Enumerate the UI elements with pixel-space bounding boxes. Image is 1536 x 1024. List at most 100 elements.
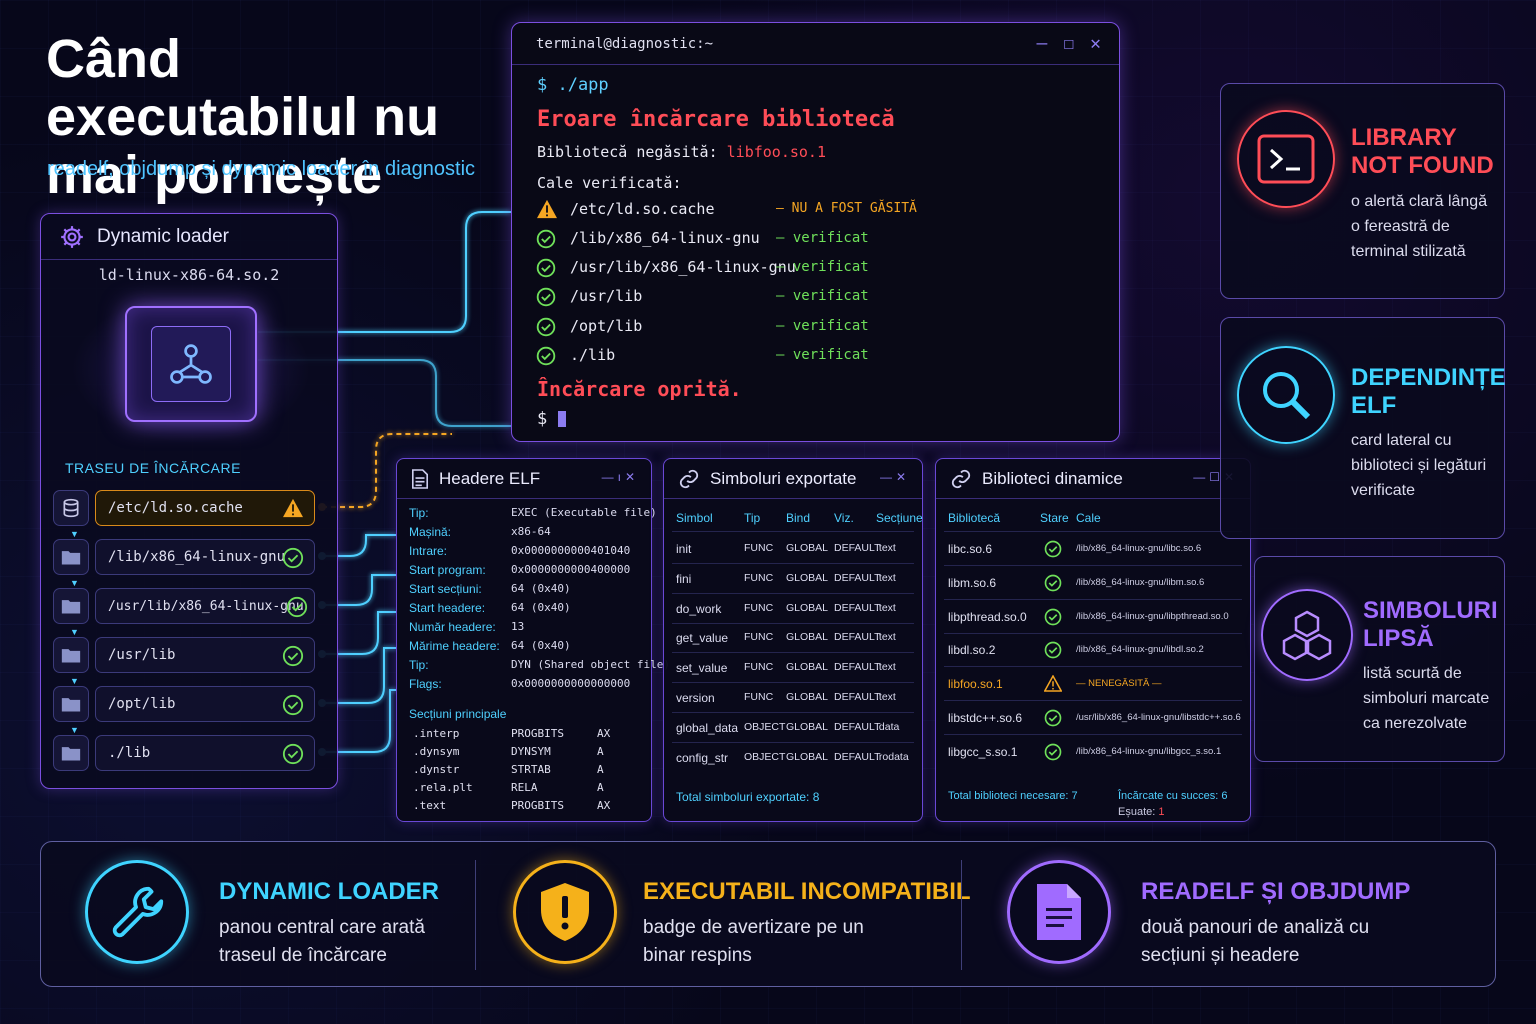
symbols-cell: GLOBAL [786,750,829,763]
feature-description: două panouri de analiză cu secțiuni și h… [1141,917,1370,966]
window-controls-icon[interactable]: —ı✕ [601,470,639,484]
library-path: /lib/x86_64-linux-gnu/libgcc_s.so.1 [1076,745,1222,757]
trace-row[interactable]: /etc/ld.so.cache [53,490,315,526]
elf-field-value: 0x0000000000000000 [511,677,631,690]
section-flags: AX [597,727,611,740]
terminal-prompt[interactable]: $ [537,409,566,429]
arrow-down-icon: ▼ [70,578,79,588]
library-name: libc.so.6 [948,542,993,556]
trace-path: ./lib [95,735,315,771]
library-not-found-card: LIBRARY NOT FOUND o alertă clară lângă o… [1220,83,1505,299]
trace-row[interactable]: /usr/lib [53,637,315,673]
network-graph-icon [170,344,212,384]
elf-field-value: EXEC (Executable file) [511,506,657,519]
terminal-window[interactable]: terminal@diagnostic:~ — ☐ ✕ $ ./app Eroa… [511,22,1120,442]
check-circle-icon [1044,540,1062,563]
library-path: /lib/x86_64-linux-gnu/libdl.so.2 [1076,644,1204,656]
table-separator [672,531,914,532]
terminal-path: /opt/lib [570,317,643,335]
sections-title: Secțiuni principale [409,707,507,721]
section-type: PROGBITS [511,799,564,812]
minimize-icon[interactable]: — [1036,33,1048,54]
symbols-cell: fini [676,571,692,586]
arrow-down-icon: ▼ [70,725,79,735]
library-name: libdl.so.2 [948,643,996,658]
symbols-cell: DEFAULT [834,750,881,763]
symbols-cell: FUNC [744,571,774,584]
arrow-down-icon: ▼ [70,627,79,637]
page-subtitle: readelf, objdump și dynamic loader în di… [47,158,476,180]
table-separator [672,622,914,624]
terminal-path-status: — verificat [776,347,869,363]
elf-field-value: DYN (Shared object file) [511,658,670,671]
elf-field-key: Start headere: [409,601,486,615]
check-circle-icon [282,694,304,716]
elf-field-key: Start secțiuni: [409,582,482,596]
terminal-paths-label: Cale verificată: [537,174,682,192]
cursor [557,411,566,427]
section-name: .interp [413,727,460,740]
symbols-cell: GLOBAL [786,720,829,733]
symbols-cell: .text [876,571,896,584]
table-separator [672,652,914,654]
symbols-cell: config_str [676,750,729,765]
terminal-command: $ ./app [537,75,609,95]
libs-footer-total: Total biblioteci necesare: 7 [948,790,1078,802]
arrow-down-icon: ▼ [70,676,79,686]
libs-column-header: Cale [1076,511,1101,525]
trace-path: /etc/ld.so.cache [95,490,315,526]
card-description: card lateral cu biblioteci și legături v… [1351,432,1487,499]
symbols-cell: FUNC [744,661,774,674]
terminal-title-bar[interactable]: terminal@diagnostic:~ [512,23,1119,65]
arrow-down-icon: ▼ [70,529,79,539]
check-circle-icon [286,596,308,618]
elf-field-value: 13 [511,620,525,633]
trace-row[interactable]: /usr/lib/x86_64-linux-gnu [53,588,315,624]
symbols-window-header: Simboluri exportate [664,459,922,499]
wrench-icon [112,886,164,938]
table-separator [944,632,1242,634]
window-controls-icon[interactable]: —✕ [879,470,910,484]
elf-field-key: Tip: [409,506,429,520]
table-separator [944,531,1242,532]
warning-icon [283,498,303,518]
symbols-cell: DEFAULT [834,542,881,554]
library-name: libfoo.so.1 [948,677,1003,692]
trace-path: /usr/lib/x86_64-linux-gnu [95,588,315,624]
terminal-path: /usr/lib [570,287,643,305]
elf-field-key: Mașină: [409,525,452,539]
symbols-cell: .text [876,542,896,554]
feature-description: panou central care arată traseul de încă… [219,917,425,966]
page-title: Când executabilul nu mai pornește [46,29,440,205]
library-name: libstdc++.so.6 [948,711,1023,725]
section-type: RELA [511,781,538,794]
symbols-column-header: Simbol [676,511,713,525]
table-separator [672,563,914,564]
check-circle-icon [536,317,556,337]
trace-row[interactable]: ./lib [53,735,315,771]
libs-column-header: Bibliotecă [948,511,1001,525]
terminal-path: /lib/x86_64-linux-gnu [570,229,760,247]
maximize-icon[interactable]: ☐ [1063,33,1075,54]
elf-headers-window[interactable]: Headere ELF —ı✕ Tip:EXEC (Executable fil… [396,458,670,822]
card-description: listă scurtă de simboluri marcate ca ner… [1363,665,1490,732]
bottom-feature-bar: DYNAMIC LOADER panou central care arată … [40,841,1496,987]
symbols-footer: Total simboluri exportate: 8 [676,790,820,804]
check-circle-icon [536,346,556,366]
folder-icon [61,551,81,565]
trace-row[interactable]: /opt/lib [53,686,315,722]
folder-icon [61,698,81,712]
elf-field-key: Flags: [409,677,442,691]
symbols-cell: DEFAULT [834,691,881,703]
terminal-path-status: — verificat [776,259,869,275]
symbols-column-header: Viz. [834,511,854,525]
terminal-path-status: — NU A FOST GĂSITĂ [776,201,917,216]
trace-row[interactable]: /lib/x86_64-linux-gnu [53,539,315,575]
libs-footer-loaded: Încărcate cu succes: 6 [1118,790,1228,802]
close-icon[interactable]: ✕ [1090,33,1101,54]
symbols-cell: OBJECT [744,720,786,733]
elf-field-value: 64 (0x40) [511,639,571,652]
missing-lib-name: libfoo.so.1 [726,143,826,161]
